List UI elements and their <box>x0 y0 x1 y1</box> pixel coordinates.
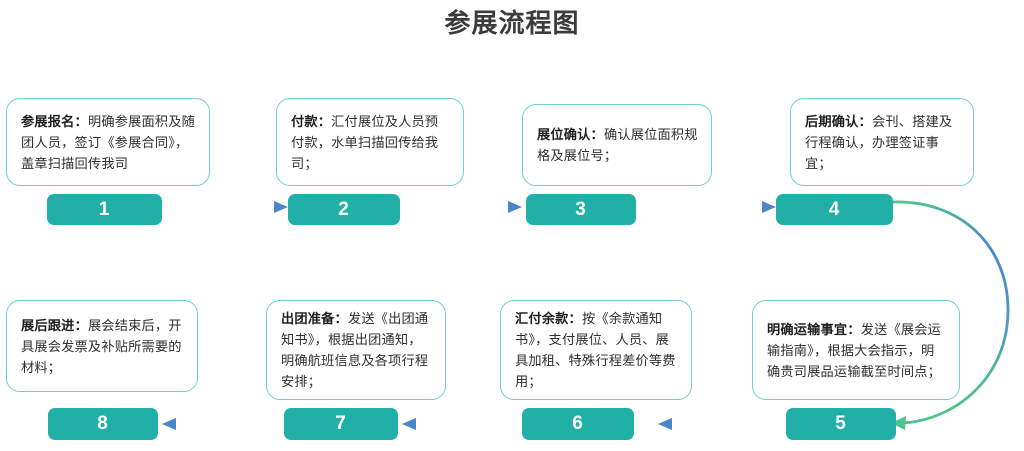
step-6-text: 汇付余款：按《余款通知书》，支付展位、人员、展具加租、特殊行程差价等费用； <box>515 308 678 392</box>
step-3-lead: 展位确认： <box>537 127 604 142</box>
step-5-card: 明确运输事宜：发送《展会运输指南》，根据大会指示，明确贵司展品运输截至时间点； <box>752 300 960 400</box>
step-4-lead: 后期确认： <box>805 113 872 129</box>
step-6-number[interactable]: 6 <box>522 408 634 440</box>
step-5-lead: 明确运输事宜： <box>767 321 861 337</box>
step-4-body: 会刊、搭建及行程确认，办理签证事宜； <box>805 113 953 171</box>
step-7-card: 出团准备：发送《出团通知书》，根据出团通知，明确航班信息及各项行程安排； <box>266 300 446 400</box>
arrow-7-to-8 <box>162 418 285 430</box>
step-8-lead: 展后跟进： <box>21 317 88 333</box>
arrow-6-to-7 <box>402 418 528 430</box>
step-8-card: 展后跟进：展会结束后，开具展会发票及补贴所需要的材料； <box>6 300 198 392</box>
step-1-lead: 参展报名： <box>21 113 88 129</box>
step-6-body: 按《余款通知书》，支付展位、人员、展具加租、特殊行程差价等费用； <box>515 311 676 389</box>
step-3-number[interactable]: 3 <box>526 194 636 225</box>
step-8-text: 展后跟进：展会结束后，开具展会发票及补贴所需要的材料； <box>21 315 184 378</box>
step-2-card: 付款：汇付展位及人员预付款，水单扫描回传给我司； <box>276 98 464 186</box>
step-3-card: 展位确认：确认展位面积规格及展位号； <box>522 104 712 186</box>
step-7-number[interactable]: 7 <box>284 408 398 440</box>
step-1-card: 参展报名：明确参展面积及随团人员，签订《参展合同》，盖章扫描回传我司 <box>6 98 210 186</box>
step-7-body: 发送《出团通知书》，根据出团通知，明确航班信息及各项行程安排； <box>281 311 429 389</box>
step-1-text: 参展报名：明确参展面积及随团人员，签订《参展合同》，盖章扫描回传我司 <box>21 111 196 174</box>
step-4-number[interactable]: 4 <box>776 194 893 225</box>
step-6-card: 汇付余款：按《余款通知书》，支付展位、人员、展具加租、特殊行程差价等费用； <box>500 300 692 400</box>
step-2-text: 付款：汇付展位及人员预付款，水单扫描回传给我司； <box>291 111 450 174</box>
step-6-lead: 汇付余款： <box>515 311 582 326</box>
step-1-body: 明确参展面积及随团人员，签订《参展合同》，盖章扫描回传我司 <box>21 113 196 171</box>
step-3-body: 确认展位面积规格及展位号； <box>537 127 698 163</box>
step-8-number[interactable]: 8 <box>48 408 158 440</box>
arrow-5-to-6 <box>658 418 786 430</box>
step-2-body: 汇付展位及人员预付款，水单扫描回传给我司； <box>291 113 439 171</box>
step-5-text: 明确运输事宜：发送《展会运输指南》，根据大会指示，明确贵司展品运输截至时间点； <box>767 319 946 382</box>
step-5-number[interactable]: 5 <box>786 408 896 440</box>
step-7-text: 出团准备：发送《出团通知书》，根据出团通知，明确航班信息及各项行程安排； <box>281 308 432 392</box>
step-2-lead: 付款： <box>291 113 332 129</box>
step-8-body: 展会结束后，开具展会发票及补贴所需要的材料； <box>21 317 182 375</box>
step-1-number[interactable]: 1 <box>47 194 162 225</box>
arrow-3-to-4 <box>636 201 776 213</box>
step-4-text: 后期确认：会刊、搭建及行程确认，办理签证事宜； <box>805 111 960 174</box>
step-7-lead: 出团准备： <box>281 311 348 326</box>
page-title: 参展流程图 <box>444 8 580 38</box>
step-4-card: 后期确认：会刊、搭建及行程确认，办理签证事宜； <box>790 98 974 186</box>
arrow-1-to-2 <box>162 201 288 213</box>
arrow-2-to-3 <box>400 201 522 213</box>
step-3-text: 展位确认：确认展位面积规格及展位号； <box>537 124 698 166</box>
step-5-body: 发送《展会运输指南》，根据大会指示，明确贵司展品运输截至时间点； <box>767 321 942 379</box>
step-2-number[interactable]: 2 <box>288 194 400 225</box>
